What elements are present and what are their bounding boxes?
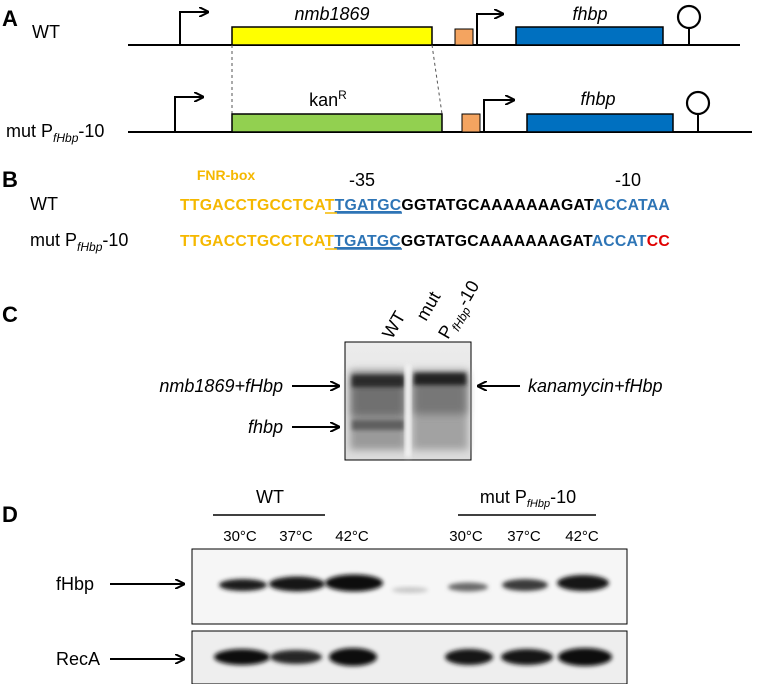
group-label-mut: mut PfHbp-10 (480, 487, 576, 510)
reca-band-wt-37 (270, 650, 322, 664)
temp-label-5: 37°C (507, 528, 541, 545)
group-label-wt: WT (256, 487, 284, 507)
wt-seq-spacer: GGTATGCAAAAAAAGAT (401, 197, 594, 214)
western-blot-fhbp (191, 548, 628, 625)
mut-seq-minus10: ACCAT (592, 233, 647, 250)
wt-seq-minus35: TGATGC (335, 197, 402, 214)
lane2-band-upper (414, 373, 466, 385)
western-blot-reca (191, 630, 628, 684)
minus35-label: -35 (349, 170, 375, 190)
band-label-fhbp: fhbp (248, 417, 283, 437)
panel-c-label: C (2, 302, 18, 327)
reca-band-mut-30 (445, 649, 493, 665)
band-label-kanamycin-fhbp: kanamycin+fHbp (528, 376, 663, 396)
panel-b-wt-label: WT (30, 194, 58, 214)
wt-promoter-arrow-1 (179, 12, 208, 45)
fhbp-band-wt-42 (325, 574, 383, 592)
panel-a-label: A (2, 6, 18, 31)
wt-gene-nmb1869 (231, 26, 433, 46)
band-label-nmb1869-fhbp: nmb1869+fHbp (159, 376, 283, 396)
fnr-box-label: FNR-box (197, 167, 256, 183)
minus10-label: -10 (615, 170, 641, 190)
reca-band-wt-30 (214, 649, 270, 665)
fhbp-band-mut-30 (448, 582, 488, 592)
dashed-connector-right (431, 44, 443, 115)
reca-band-wt-42 (329, 648, 377, 666)
temperature-labels: 30°C 37°C 42°C 30°C 37°C 42°C (223, 528, 599, 545)
lane-gap (405, 365, 411, 457)
mut-gene-kanR (231, 113, 443, 133)
temp-label-6: 42°C (565, 528, 599, 545)
fhbp-band-mut-42 (557, 575, 609, 591)
lane-label-mut-line2: PfHbp-10 (434, 277, 486, 344)
fhbp-band-wt-30 (219, 579, 267, 591)
lane1-band-lower (352, 420, 404, 430)
panel-a-mut-label: mut PfHbp-10 (6, 121, 104, 145)
temp-label-3: 42°C (335, 528, 369, 545)
wt-fnr-box-marker (454, 28, 474, 46)
row-label-fhbp: fHbp (56, 574, 94, 594)
northern-blot (344, 341, 472, 461)
panel-d-label: D (2, 502, 18, 527)
panel-b-label: B (2, 167, 18, 192)
panel-a-wt-label: WT (32, 22, 60, 42)
fhbp-band-mut-37 (502, 579, 548, 591)
fhbp-band-wt-37 (269, 576, 325, 592)
temp-label-2: 37°C (279, 528, 313, 545)
lane-label-mut-line1: mut (412, 288, 444, 324)
lane-label-wt: WT (378, 308, 409, 342)
mut-gene-fhbp-label: fhbp (580, 89, 615, 109)
panel-b-mut-label: mut PfHbp-10 (30, 230, 128, 254)
wt-seq-minus10: ACCATAA (593, 197, 670, 214)
mut-promoter-arrow-2 (483, 100, 514, 132)
temp-label-4: 30°C (449, 528, 483, 545)
wt-gene-fhbp (515, 26, 664, 46)
mut-terminator-icon (685, 90, 711, 116)
fhbp-faint-smear (392, 587, 428, 593)
mut-seq-mutation: CC (647, 233, 670, 250)
mut-gene-fhbp (526, 113, 674, 133)
wt-terminator-icon (676, 4, 702, 30)
mut-seq-spacer: GGTATGCAAAAAAAGAT (401, 233, 593, 250)
mut-gene-kanR-label: kanR (309, 88, 347, 110)
lane1-band-upper (352, 375, 404, 387)
wt-gene-fhbp-label: fhbp (572, 4, 607, 24)
reca-band-mut-37 (501, 649, 553, 665)
row-label-reca: RecA (56, 649, 100, 669)
mut-seq-fnr: TTGACCTGCCTCAT (180, 233, 335, 250)
mut-seq-minus35: TGATGC (334, 233, 401, 250)
wt-seq-fnr: TTGACCTGCCTCAT (180, 197, 335, 214)
temp-label-1: 30°C (223, 528, 257, 545)
mut-fnr-box-marker (461, 113, 481, 133)
reca-band-mut-42 (558, 648, 612, 666)
wt-promoter-arrow-2 (476, 14, 503, 45)
mut-promoter-arrow-1 (174, 97, 203, 132)
wt-gene-nmb1869-label: nmb1869 (294, 4, 369, 24)
